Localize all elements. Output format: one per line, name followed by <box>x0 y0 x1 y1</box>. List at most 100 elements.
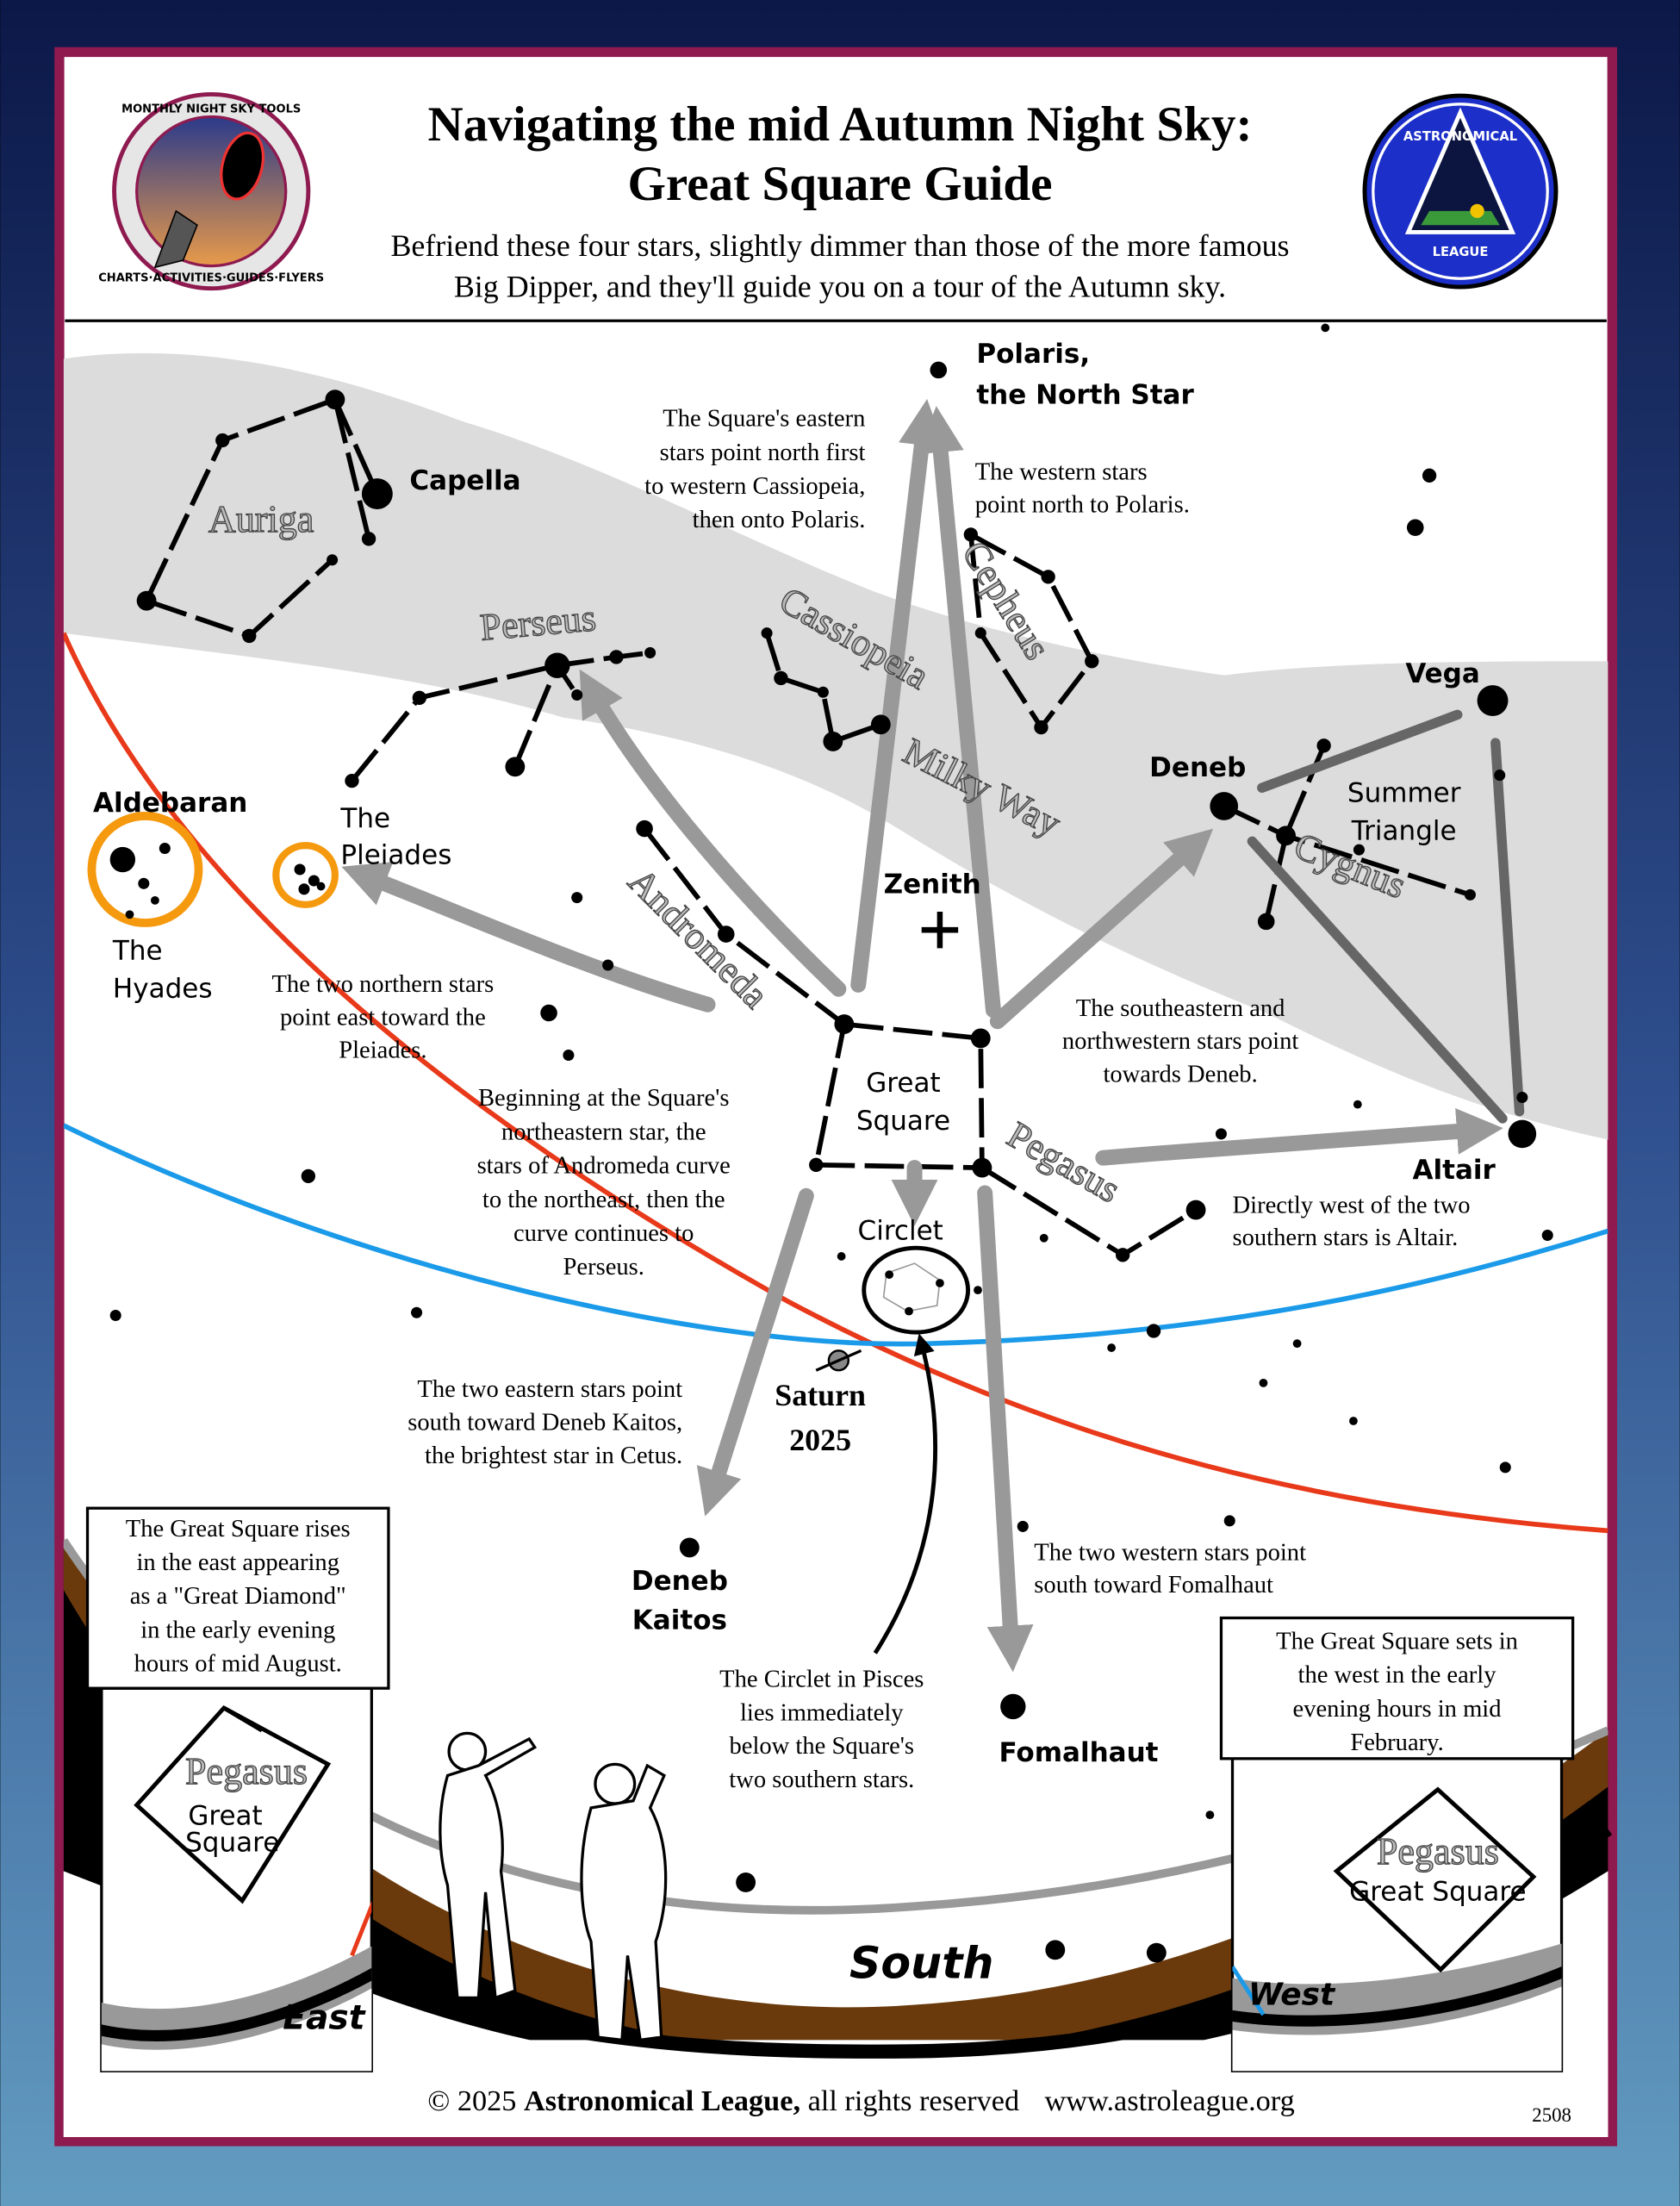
star <box>1276 826 1296 846</box>
aldebaran-star <box>109 846 136 873</box>
star <box>636 819 653 838</box>
observers-illustration <box>439 1731 668 2042</box>
star <box>1017 1520 1029 1532</box>
star <box>1321 323 1330 333</box>
notes-eastern-north-line: then onto Polaris. <box>693 507 866 533</box>
star <box>970 1028 991 1049</box>
star <box>717 925 735 943</box>
star <box>151 896 159 905</box>
arrow-to-altair <box>1095 1108 1503 1166</box>
star <box>1349 1417 1358 1425</box>
insets-west-text-line: the west in the early <box>1298 1662 1497 1689</box>
arrow-to-perseus <box>579 669 847 997</box>
star <box>602 959 614 971</box>
star <box>936 1279 944 1287</box>
star <box>308 875 320 887</box>
notes-deneb-line: The southeastern and <box>1076 995 1285 1022</box>
star <box>242 628 257 644</box>
saturn-year: 2025 <box>789 1423 851 1457</box>
star <box>736 1873 756 1892</box>
title-line-1: Navigating the mid Autumn Night Sky: <box>427 97 1252 152</box>
star <box>1353 1100 1362 1109</box>
aldebaran-label: Aldebaran <box>93 788 247 819</box>
polaris-label-2: the North Star <box>976 380 1194 411</box>
arrow-to-pleiades <box>341 862 716 1013</box>
notes-andromeda-line: stars of Andromeda curve <box>477 1153 731 1180</box>
star <box>505 757 526 777</box>
summer-triangle-lines <box>1247 709 1525 1124</box>
svg-text:ASTRONOMICAL: ASTRONOMICAL <box>1403 129 1517 144</box>
star <box>563 1049 575 1062</box>
altair-star <box>1508 1119 1537 1149</box>
saturn-icon <box>815 1349 862 1372</box>
west-label: West <box>1248 1978 1336 2013</box>
svg-text:MONTHLY NIGHT SKY TOOLS: MONTHLY NIGHT SKY TOOLS <box>121 103 301 116</box>
stars <box>109 323 1553 2027</box>
star <box>159 842 171 855</box>
subtitle-line-1: Befriend these four stars, slightly dimm… <box>390 228 1289 263</box>
south-label: South <box>849 1938 993 1989</box>
footer-org: Astronomical League, <box>524 2084 800 2117</box>
arrow-to-deneb <box>989 828 1214 1030</box>
east-label: East <box>283 1998 366 2037</box>
footer-url[interactable]: www.astroleague.org <box>1044 2084 1294 2117</box>
notes-northern-east-line: The two northern stars <box>271 971 494 998</box>
insets-east-text-line: hours of mid August. <box>134 1651 342 1678</box>
star <box>1039 1233 1048 1243</box>
notes-deneb-kaitos-line: The two eastern stars point <box>417 1376 682 1403</box>
star <box>974 1286 982 1295</box>
notes-circlet-line: lies immediately <box>740 1699 904 1726</box>
star <box>870 714 891 735</box>
circlet-ring <box>862 1245 971 1335</box>
star <box>1185 1200 1206 1220</box>
star <box>109 1310 121 1322</box>
star <box>644 647 656 659</box>
star <box>1034 720 1048 735</box>
east-inset-square: Square <box>185 1828 279 1859</box>
star <box>1316 738 1331 753</box>
insets-east-text-line: as a "Great Diamond" <box>130 1583 346 1610</box>
arrow-to-cassiopeia <box>850 399 945 993</box>
notes-eastern-north-line: to western Cassiopeia, <box>644 473 865 500</box>
fomalhaut-label: Fomalhaut <box>999 1737 1158 1768</box>
notes-altair-line: southern stars is Altair. <box>1233 1225 1459 1251</box>
star <box>974 627 986 639</box>
insets-west-text-line: evening hours in mid <box>1293 1696 1502 1723</box>
star <box>1085 654 1099 669</box>
notes-circlet-line: The Circlet in Pisces <box>719 1667 924 1693</box>
east-inset: Pegasus Great Square East <box>85 1506 390 2072</box>
notes-eastern-north-line: stars point north first <box>660 439 866 466</box>
circlet-label: Circlet <box>858 1215 943 1246</box>
footer: © 2025 Astronomical League, all rights r… <box>427 2084 1294 2117</box>
svg-text:LEAGUE: LEAGUE <box>1433 245 1489 259</box>
notes-fomalhaut-line: The two western stars point <box>1034 1540 1306 1567</box>
notes-circlet-line: two southern stars. <box>729 1767 914 1793</box>
notes-circlet-line: below the Square's <box>729 1733 914 1760</box>
notes-deneb-line: towards Deneb. <box>1103 1062 1257 1088</box>
star <box>540 1004 557 1022</box>
star <box>316 882 326 891</box>
insets-east-text-line: The Great Square rises <box>126 1516 351 1542</box>
insets-west-text-line: The Great Square sets in <box>1276 1628 1518 1654</box>
star <box>294 863 306 876</box>
arrow-to-polaris <box>917 406 1001 1019</box>
star <box>412 690 426 705</box>
star <box>1107 1343 1116 1352</box>
star <box>963 527 978 542</box>
insets-east-text-line: in the early evening <box>140 1617 335 1643</box>
great-square-label: Great <box>866 1068 940 1099</box>
star <box>1494 770 1506 782</box>
notes-western-north-line: The western stars <box>975 459 1148 486</box>
star <box>125 910 134 919</box>
star <box>1041 570 1055 584</box>
star <box>1422 468 1437 483</box>
altair-label: Altair <box>1412 1155 1496 1186</box>
star <box>817 686 829 698</box>
star <box>1541 1229 1553 1241</box>
notes-fomalhaut-line: south toward Fomalhaut <box>1034 1572 1273 1598</box>
star <box>1205 1810 1215 1820</box>
star <box>571 689 583 701</box>
star <box>972 1157 992 1178</box>
star <box>1257 913 1275 931</box>
west-inset-pegasus: Pegasus <box>1377 1830 1499 1873</box>
